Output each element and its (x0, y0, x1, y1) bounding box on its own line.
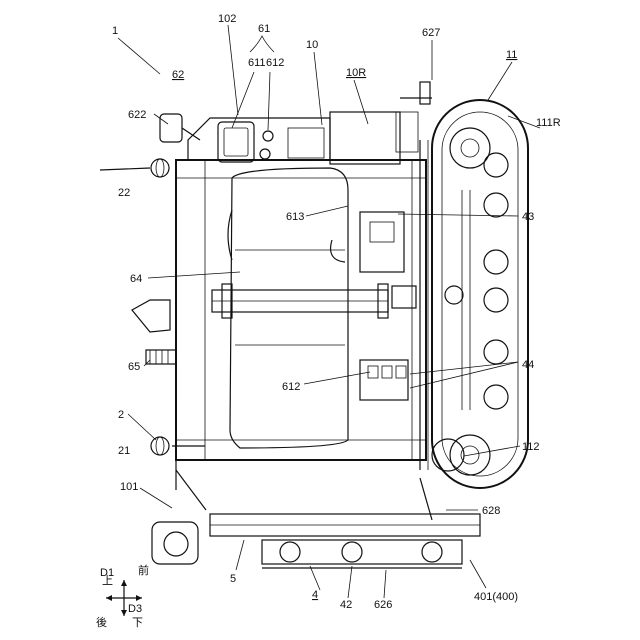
label-10: 10 (306, 39, 318, 51)
label-64: 64 (130, 273, 142, 285)
main-frame (176, 140, 428, 470)
label-10R: 10R (346, 67, 366, 79)
dir-down: 下 (132, 617, 143, 629)
label-626: 626 (374, 599, 392, 611)
dir-d3: D3 (128, 603, 142, 615)
label-612-top: 612 (266, 57, 284, 69)
label-22: 22 (118, 187, 130, 199)
label-5: 5 (230, 573, 236, 585)
part-21 (151, 437, 169, 455)
label-101: 101 (120, 481, 138, 493)
grille-65 (146, 350, 176, 364)
label-613: 613 (286, 211, 304, 223)
label-112: 112 (522, 441, 540, 453)
label-627: 627 (422, 27, 440, 39)
box-10R (330, 112, 400, 164)
label-65: 65 (128, 361, 140, 373)
label-628: 628 (482, 505, 500, 517)
label-21: 21 (118, 445, 130, 457)
dir-back: 後 (96, 615, 107, 629)
part-22 (151, 159, 169, 177)
label-44: 44 (522, 359, 534, 371)
label-61: 61 (258, 23, 270, 35)
dir-front: 前 (138, 563, 149, 577)
label-102: 102 (218, 13, 236, 25)
crawler-track (432, 100, 528, 488)
attachment (152, 439, 480, 568)
step-plate (132, 300, 170, 332)
label-2: 2 (118, 409, 124, 421)
label-401: 401(400) (474, 591, 518, 603)
label-111R: 111R (536, 117, 561, 129)
label-62: 62 (172, 69, 184, 81)
motor-101 (152, 522, 198, 564)
label-622: 622 (128, 109, 146, 121)
label-612-bottom: 612 (282, 381, 300, 393)
label-4: 4 (312, 589, 318, 601)
lever-622 (160, 114, 182, 142)
left-side (100, 114, 205, 490)
dir-d1: D1 (100, 567, 114, 579)
label-611: 611 (248, 57, 266, 69)
tank-64 (212, 168, 388, 448)
upper-housing (188, 82, 432, 164)
label-43: 43 (522, 211, 534, 223)
label-42: 42 (340, 599, 352, 611)
label-1: 1 (112, 25, 118, 37)
label-11: 11 (506, 49, 517, 61)
